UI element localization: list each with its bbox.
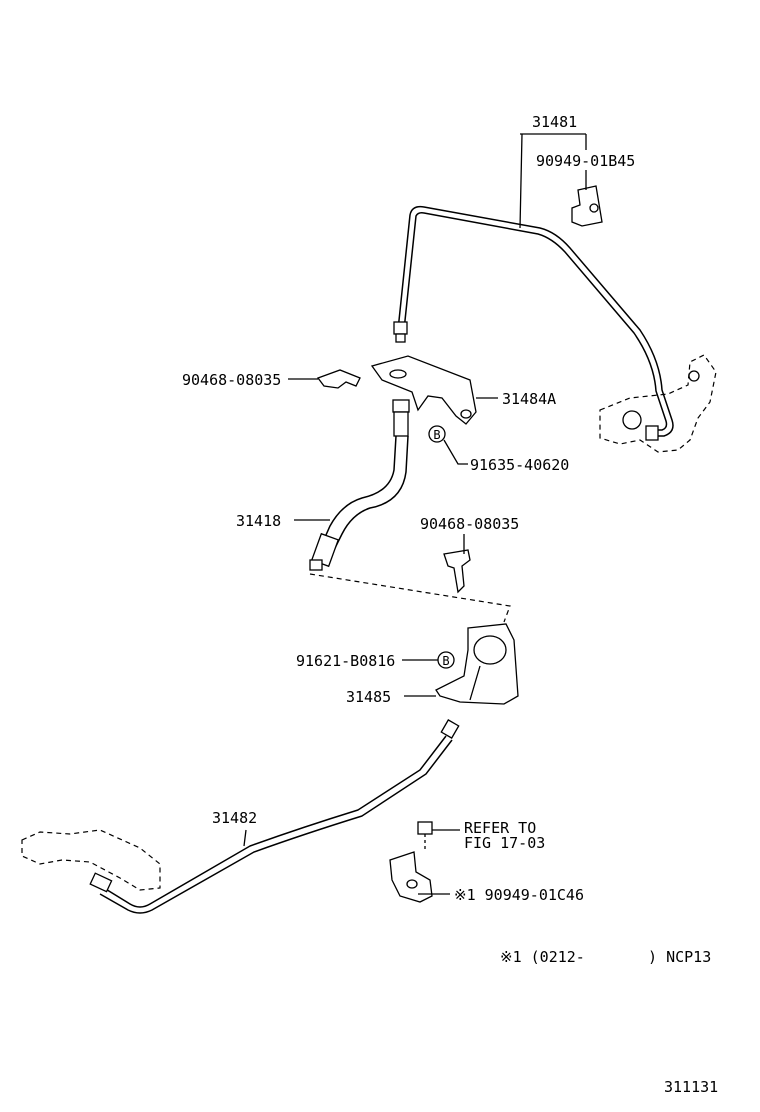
- bracket-lower: [435, 623, 519, 705]
- label-tube-upper: 31481: [532, 113, 577, 131]
- label-refer-line1: REFER TO: [464, 819, 536, 837]
- lower-clutch-tube: [89, 719, 460, 914]
- label-clamp-upper: 90949-01B45: [536, 152, 635, 170]
- clip-right: [443, 549, 471, 594]
- release-cylinder-outline: [21, 829, 161, 891]
- figure-number: 311131: [664, 1078, 718, 1096]
- label-clamp-lower: ※1 90949-01C46: [454, 886, 584, 904]
- leader-lines: [243, 133, 587, 895]
- flexible-hose: [309, 399, 410, 571]
- label-bracket-lower: 31485: [346, 688, 391, 706]
- label-clip-right: 90468-08035: [420, 515, 519, 533]
- upper-clutch-tube: [393, 205, 674, 441]
- label-bolt-upper: 91635-40620: [470, 456, 569, 474]
- label-tube-lower: 31482: [212, 809, 257, 827]
- label-flex-hose: 31418: [236, 512, 281, 530]
- bracket-upper: [370, 355, 477, 425]
- bolt-marker-lower-letter: B: [442, 654, 449, 668]
- footnote: ※1 (0212- ) NCP13: [500, 948, 711, 966]
- label-bolt-lower: 91621-B0816: [296, 652, 395, 670]
- master-cylinder-outline: [599, 354, 717, 453]
- guide-line-hose: [309, 573, 511, 623]
- part-labels: 31481 90949-01B45 90468-08035 31484A 916…: [182, 113, 718, 1096]
- label-bracket-upper: 31484A: [502, 390, 556, 408]
- tube-clamp-upper: [571, 185, 603, 227]
- bolt-marker-upper: B: [428, 425, 446, 443]
- bolt-marker-upper-letter: B: [433, 428, 440, 442]
- label-clip-left: 90468-08035: [182, 371, 281, 389]
- clip-left: [316, 369, 361, 389]
- bolt-and-clamp-lower: [389, 821, 433, 903]
- bolt-marker-lower: B: [437, 651, 455, 669]
- label-refer-line2: FIG 17-03: [464, 834, 545, 852]
